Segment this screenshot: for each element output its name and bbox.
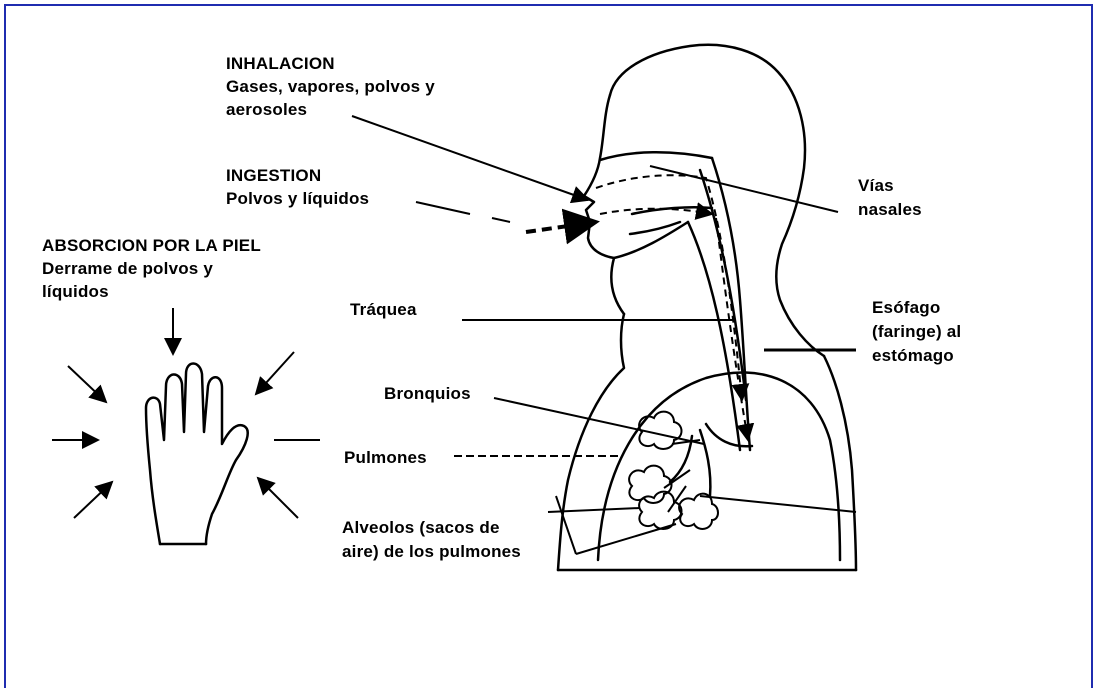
inhalacion-description-line2: aerosoles bbox=[226, 98, 307, 121]
skin-arrows-icon bbox=[52, 308, 320, 518]
esofago-label-line2: (faringe) al bbox=[872, 320, 961, 343]
esofago-label-line3: estómago bbox=[872, 344, 954, 367]
alveolos-label-line1: Alveolos (sacos de bbox=[342, 516, 500, 539]
absorcion-description-line2: líquidos bbox=[42, 280, 109, 303]
bronquios-label: Bronquios bbox=[384, 382, 471, 405]
vias-nasales-label-line1: Vías bbox=[858, 174, 894, 197]
alveolos-label-line2: aire) de los pulmones bbox=[342, 540, 521, 563]
inhalacion-description-line1: Gases, vapores, polvos y bbox=[226, 75, 435, 98]
leader-lines bbox=[352, 116, 856, 554]
traquea-label: Tráquea bbox=[350, 298, 417, 321]
ingestion-description: Polvos y líquidos bbox=[226, 187, 369, 210]
vias-nasales-label-line2: nasales bbox=[858, 198, 922, 221]
head-silhouette-icon bbox=[558, 45, 856, 570]
esofago-label-line1: Esófago bbox=[872, 296, 940, 319]
hand-icon bbox=[146, 364, 248, 545]
inhalacion-title: INHALACION bbox=[226, 52, 335, 75]
absorcion-title: ABSORCION POR LA PIEL bbox=[42, 234, 261, 257]
absorcion-description-line1: Derrame de polvos y bbox=[42, 257, 213, 280]
lung-alveoli-icon bbox=[629, 412, 718, 529]
ingestion-title: INGESTION bbox=[226, 164, 321, 187]
pulmones-label: Pulmones bbox=[344, 446, 427, 469]
